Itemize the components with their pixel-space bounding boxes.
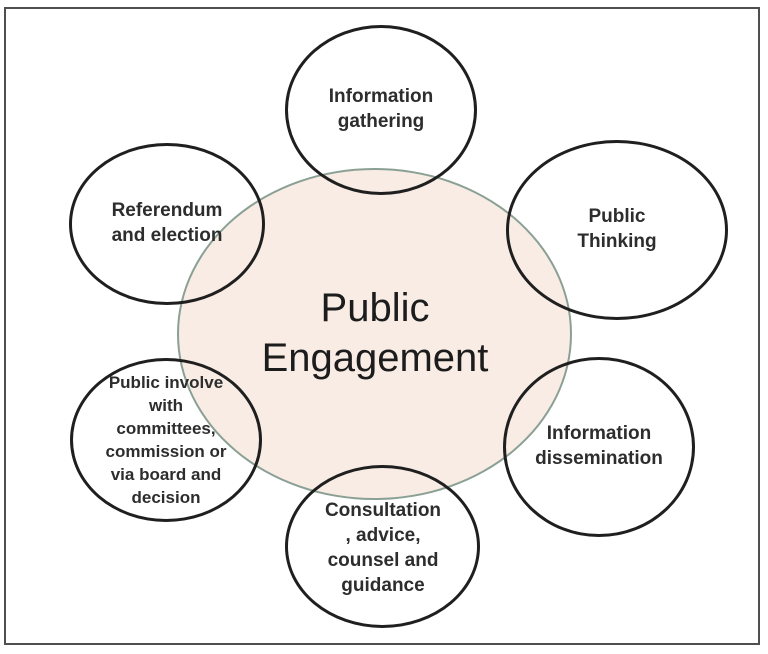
node-circle-referendum-election: [69, 143, 265, 305]
node-label-line: gathering: [337, 111, 425, 132]
center-label-line: Engagement: [261, 336, 489, 380]
node-label-line: via board and: [110, 465, 222, 484]
node-label-line: and election: [111, 225, 223, 246]
node-circle-information-dissemination: [503, 357, 695, 537]
node-label-line: decision: [131, 488, 201, 507]
node-label-line: commission or: [105, 442, 227, 461]
node-label-referendum-election: Referendum and election: [112, 198, 223, 248]
node-label-line: committees,: [116, 419, 216, 438]
node-label-line: Public involve: [108, 373, 224, 392]
node-circle-public-involve: [70, 358, 262, 522]
node-label-public-thinking: Public Thinking: [577, 204, 656, 254]
node-label-line: Consultation: [324, 500, 442, 521]
node-circle-consultation-advice: [285, 465, 480, 628]
node-circle-public-thinking: [506, 140, 728, 320]
node-label-line: Thinking: [577, 231, 657, 252]
node-label-public-involve: Public involve with committees, commissi…: [106, 371, 227, 509]
node-label-line: Information: [328, 86, 434, 107]
node-circle-information-gathering: [285, 25, 477, 195]
center-label-public-engagement: Public Engagement: [262, 283, 489, 383]
node-label-line: counsel and: [327, 550, 439, 571]
node-label-line: Information: [546, 423, 652, 444]
center-label-line: Public: [320, 286, 430, 330]
node-label-line: Public: [588, 206, 646, 227]
node-label-line: dissemination: [535, 448, 663, 469]
node-label-consultation-advice: Consultation , advice, counsel and guida…: [325, 498, 441, 598]
node-label-information-dissemination: Information dissemination: [535, 421, 663, 471]
node-label-line: with: [148, 396, 183, 415]
node-label-line: Referendum: [111, 200, 223, 221]
node-label-line: , advice,: [345, 525, 421, 546]
node-label-information-gathering: Information gathering: [329, 84, 434, 134]
node-label-line: guidance: [341, 575, 425, 596]
